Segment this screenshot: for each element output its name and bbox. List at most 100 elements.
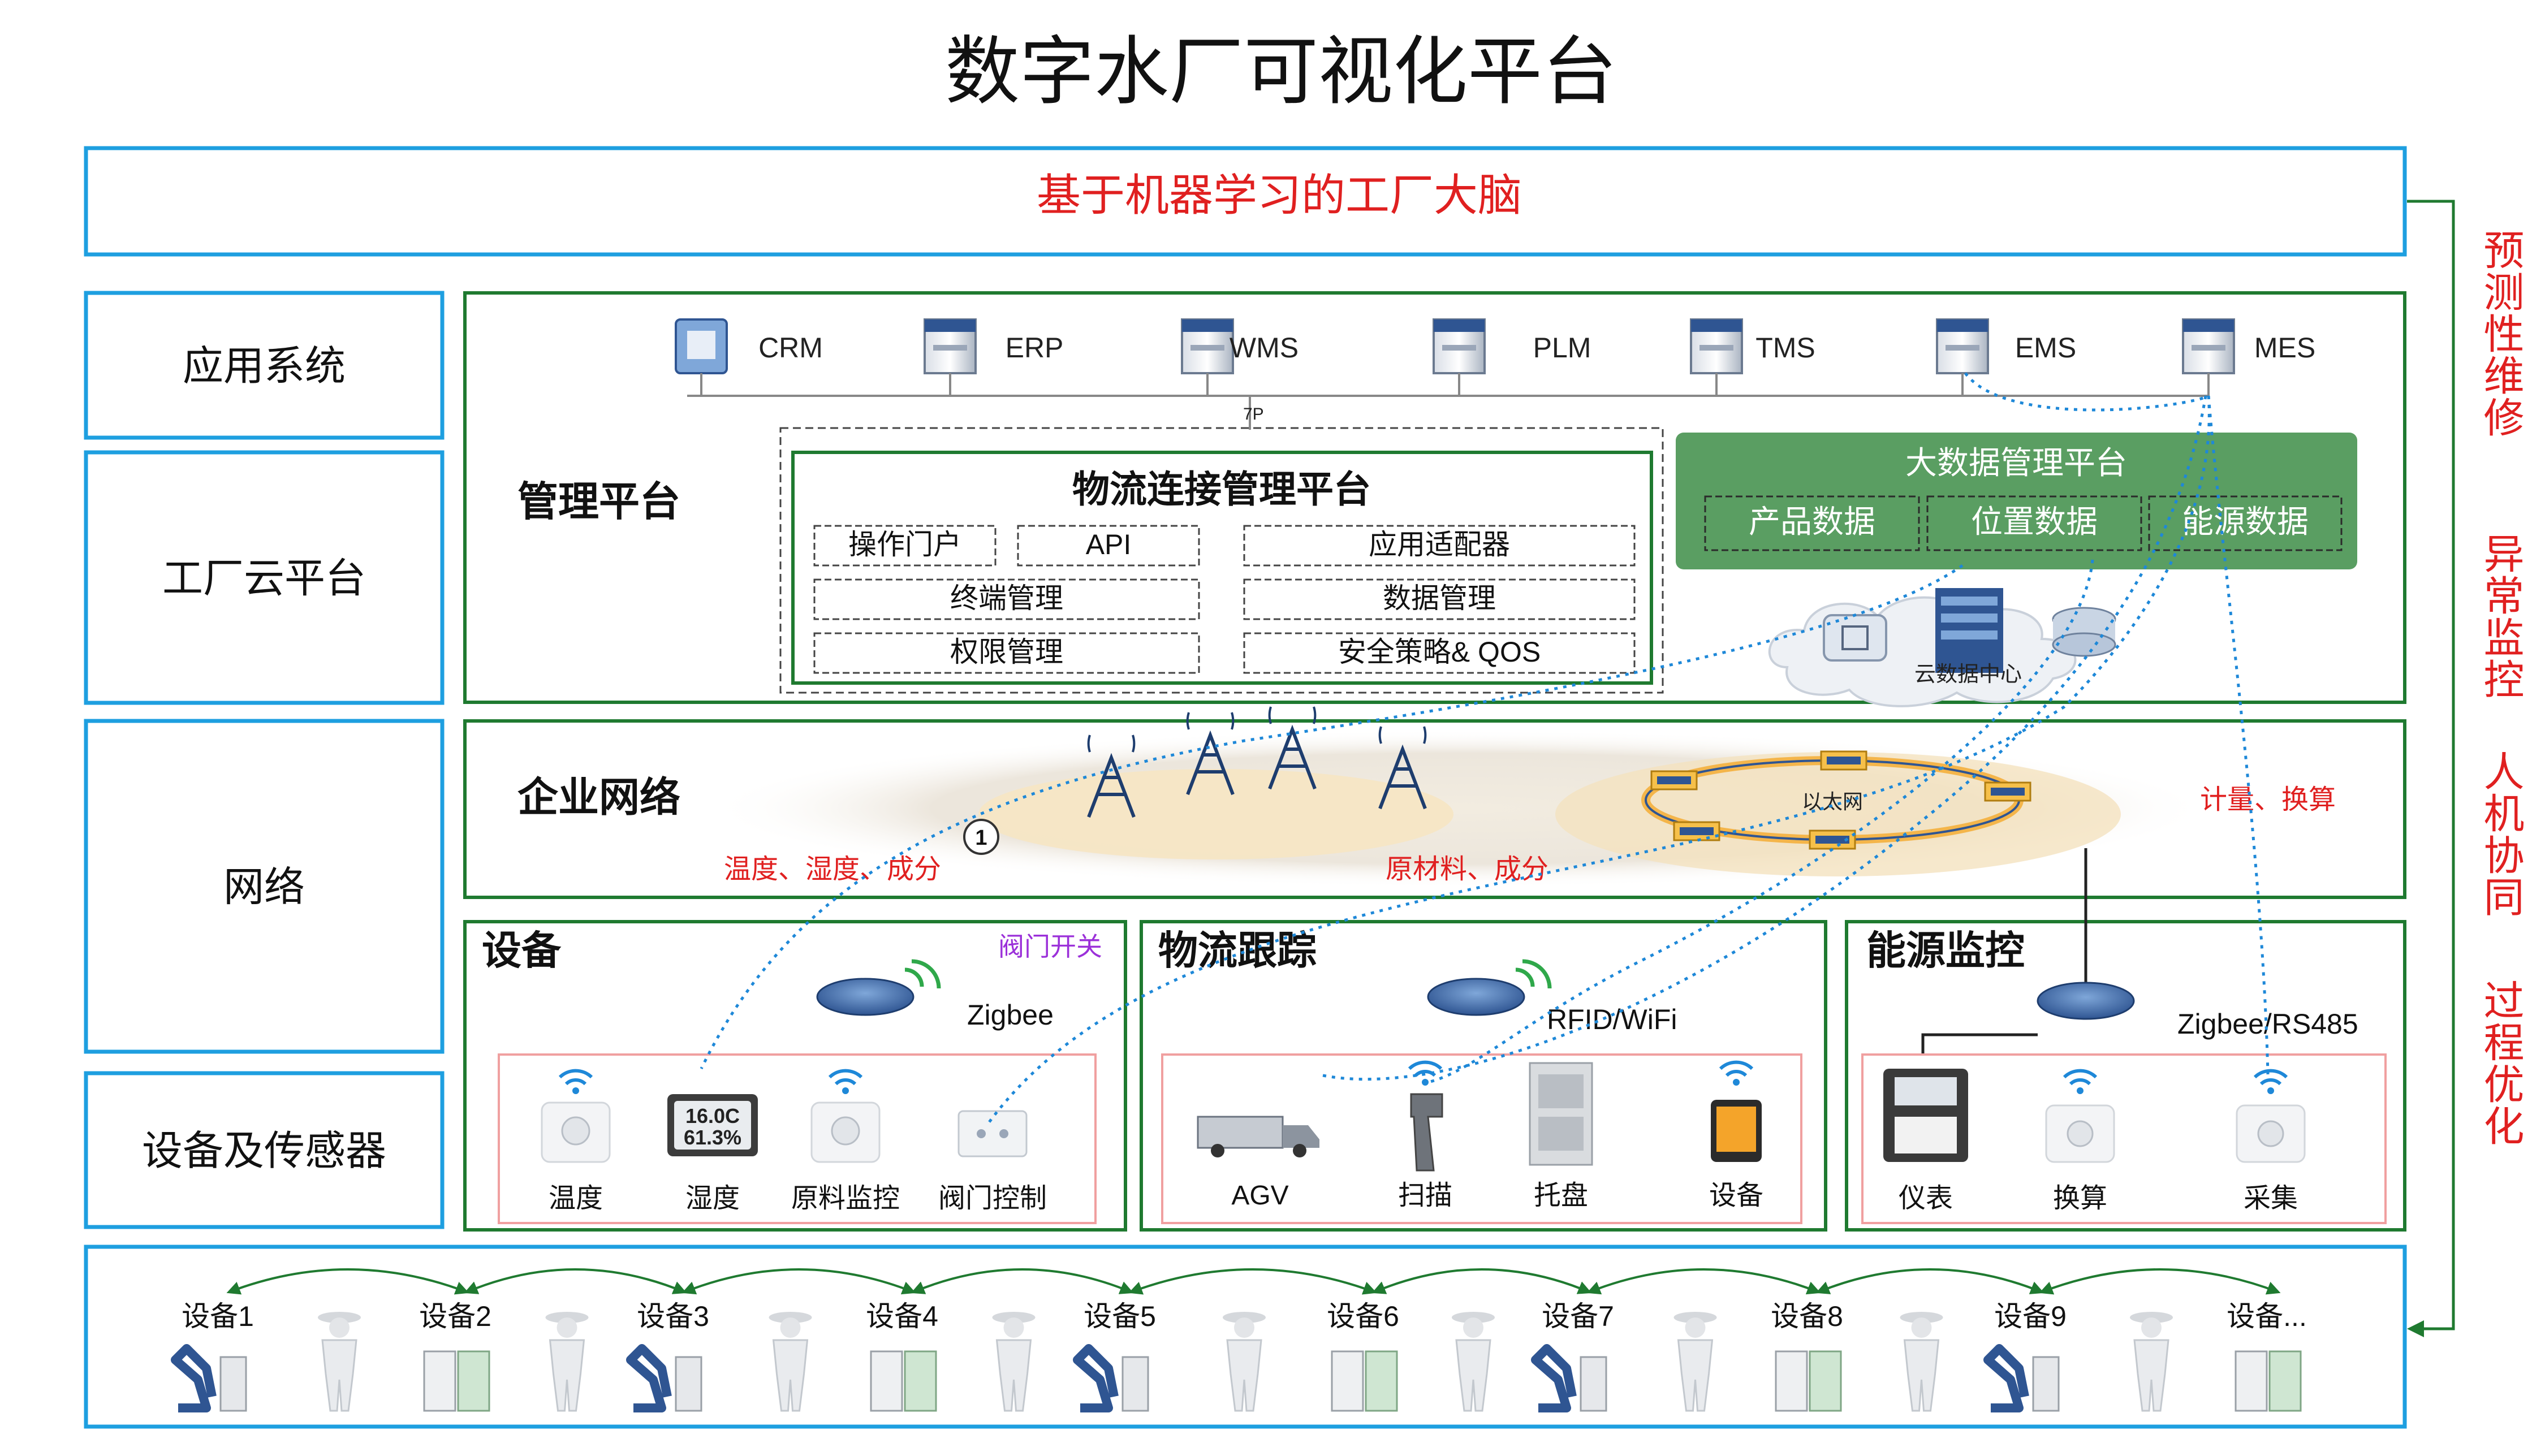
bigdata-item-box (1926, 495, 2142, 551)
sensor-label: 温度 (549, 1183, 603, 1213)
module-label: API (1086, 529, 1132, 560)
wifi-icon (1719, 1060, 1754, 1086)
server-icon (924, 318, 977, 396)
bigdata-item-label: 能源数据 (2182, 504, 2309, 539)
energy-item-label: 换算 (2053, 1183, 2107, 1213)
worker-icon (1673, 1312, 1717, 1412)
agv-truck-icon (1197, 1116, 1319, 1157)
cabinet-icon (870, 1350, 937, 1412)
equipment-label: 设备9 (1994, 1301, 2067, 1332)
robot-arm-icon (171, 1344, 247, 1412)
equipment-link-arrow (2039, 1268, 2281, 1295)
logistics-item-label: 托盘 (1534, 1181, 1588, 1211)
robot-arm-icon (626, 1344, 702, 1412)
left-label: 工厂云平台 (162, 556, 366, 602)
wireless-cloud (978, 769, 1453, 859)
left-label-box (84, 291, 445, 440)
equipment-link-arrow (464, 1268, 687, 1294)
left-label-box (84, 1071, 445, 1229)
network-switch-icon (1984, 781, 2031, 802)
logistics-item-label: 扫描 (1398, 1181, 1452, 1211)
equipment-label: 设备5 (1084, 1301, 1156, 1332)
antenna-tower-icon (1378, 726, 1427, 810)
worker-icon (2130, 1312, 2173, 1412)
module-label: 操作门户 (848, 529, 961, 560)
module-box (1243, 525, 1636, 567)
right-label: 人机协同 (2477, 750, 2523, 918)
equipment-link-arrow (1371, 1268, 1592, 1294)
pallet-icon (1529, 1062, 1593, 1166)
dotted-data-links (700, 372, 2270, 1126)
worker-icon (1900, 1312, 1943, 1412)
worker-icon (1223, 1312, 1266, 1412)
equipment-label: 设备2 (419, 1301, 491, 1332)
cabinet-icon (1775, 1350, 1842, 1412)
network-title: 企业网络 (517, 775, 680, 820)
wifi-icon (828, 1069, 863, 1094)
sensor-label: 湿度 (685, 1183, 740, 1213)
app-label: CRM (758, 332, 823, 364)
module-box (1017, 525, 1200, 567)
annotation-sensors: 温度、湿度、成分 (724, 854, 941, 884)
module-label: 权限管理 (950, 636, 1063, 668)
cabinet-icon (423, 1350, 490, 1412)
logistics-item-label: 设备 (1709, 1181, 1763, 1211)
module-label: 终端管理 (950, 582, 1063, 614)
bigdata-item-box (1704, 495, 1920, 551)
worker-icon (1452, 1312, 1495, 1412)
equipment-link-arrow (911, 1268, 1134, 1294)
app-label: MES (2254, 332, 2315, 364)
equipment-label: 设备... (2227, 1301, 2307, 1332)
banner-box (84, 146, 2407, 257)
worker-icon (992, 1312, 1036, 1412)
left-label-box (84, 450, 445, 705)
bigdata-title: 大数据管理平台 (1905, 445, 2127, 481)
equipment-label: 设备1 (182, 1301, 254, 1332)
app-label: ERP (1006, 332, 1064, 364)
robot-arm-icon (1531, 1344, 1607, 1412)
left-label-box (84, 719, 445, 1054)
ethernet-cloud (1555, 752, 2121, 876)
right-label: 预测性维修 (2477, 229, 2524, 438)
module-label: 数据管理 (1383, 582, 1496, 614)
equipment-link-arrow (681, 1268, 916, 1295)
module-box (1243, 632, 1636, 674)
antenna-tower-icon (1186, 712, 1235, 796)
sensor-device-icon (810, 1101, 881, 1163)
banner-text: 基于机器学习的工厂大脑 (1037, 170, 1522, 220)
wifi-icon (558, 1069, 593, 1094)
antenna-tower-icon (1087, 735, 1136, 818)
right-label: 过程优化 (2477, 979, 2523, 1147)
worker-icon (769, 1312, 812, 1412)
sensor-label: 阀门控制 (938, 1183, 1047, 1213)
cabinet-icon (2235, 1350, 2302, 1412)
equipment-link-arrow (1586, 1268, 1821, 1295)
logistics-item-label: AGV (1231, 1181, 1288, 1211)
logistics-title: 物流连接管理平台 (1072, 468, 1371, 510)
module-box (1243, 578, 1636, 620)
equipment-link-arrow (1128, 1268, 1377, 1295)
network-switch-icon (1820, 750, 1867, 771)
sensor-label: 原料监控 (791, 1183, 900, 1213)
scanner-icon (1410, 1093, 1443, 1172)
antenna-tower-icon (1268, 706, 1317, 790)
server-icon (675, 318, 728, 396)
tablet-device-icon (1711, 1100, 1762, 1162)
robot-arm-icon (1073, 1344, 1149, 1412)
rfid-router-icon (1427, 959, 1552, 1016)
energy-item-label: 采集 (2244, 1183, 2298, 1213)
cloud-label: 云数据中心 (1914, 663, 2022, 686)
module-label: 安全策略& QOS (1338, 636, 1541, 668)
zigbee-router-icon (816, 959, 941, 1016)
left-label: 网络 (223, 865, 305, 910)
cabinet-icon (1331, 1350, 1398, 1412)
wireless-towers (1087, 706, 1427, 818)
energy-router-icon (2037, 982, 2135, 1020)
humidity-readout-temp: 16.0C (685, 1104, 740, 1127)
app-label: WMS (1230, 332, 1299, 364)
server-icon (1433, 318, 1486, 396)
wifi-icon (2063, 1069, 2098, 1094)
